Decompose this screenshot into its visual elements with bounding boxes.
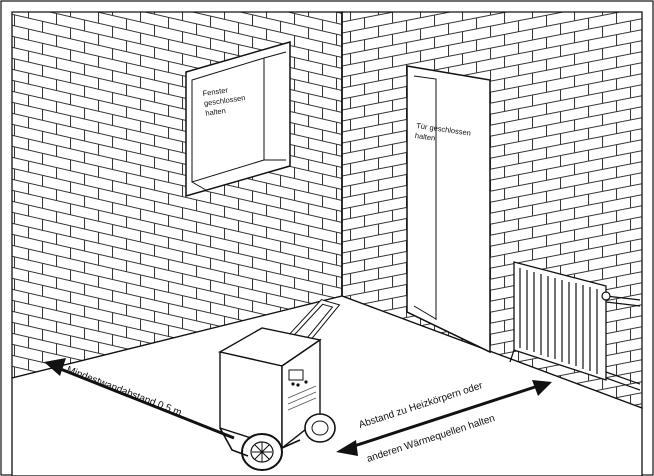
heater-distance-arrow xyxy=(336,380,552,456)
window-note-line1: Fenster xyxy=(202,85,229,98)
wall-distance-arrow xyxy=(44,358,235,440)
radiator xyxy=(509,261,641,391)
door xyxy=(406,65,491,354)
window xyxy=(185,41,291,197)
dehumidifier xyxy=(218,299,341,471)
floor xyxy=(11,295,643,476)
door-note-line2: halten xyxy=(414,131,435,143)
window-note-line3: halten xyxy=(205,106,226,118)
